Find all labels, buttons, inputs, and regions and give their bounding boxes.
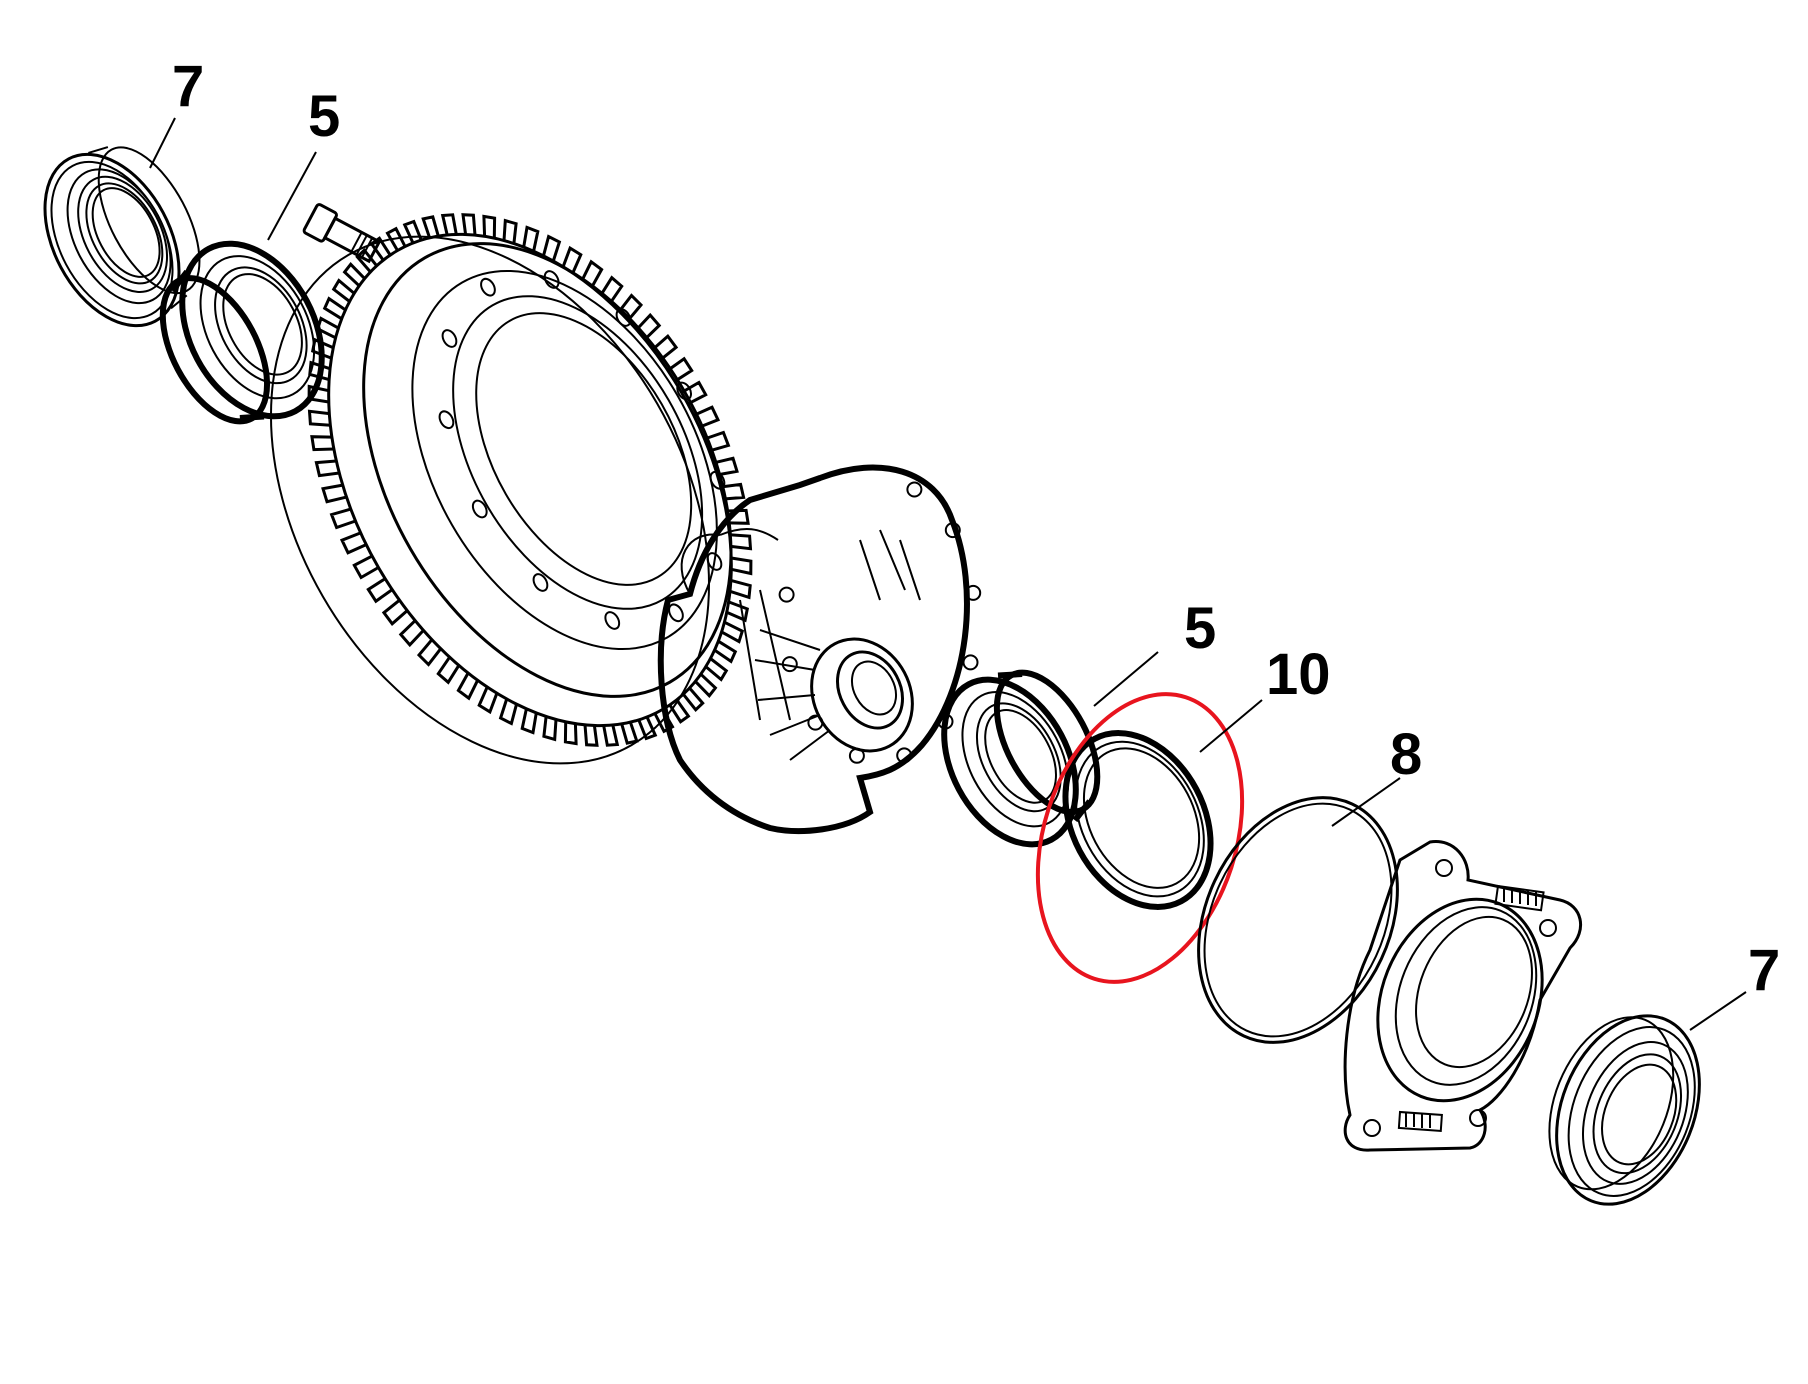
housing-bolt-holes <box>778 481 982 764</box>
gear-bolt-hole <box>471 499 488 519</box>
gear-bolt-hole <box>615 308 632 327</box>
gear-back-rim <box>270 235 710 765</box>
highlight-circle <box>1035 692 1245 984</box>
gear-bolt-hole <box>668 603 684 623</box>
gear-teeth <box>270 213 753 765</box>
leader-7-right <box>1689 991 1747 1031</box>
housing-bolt-hole <box>807 714 824 731</box>
gear-bolt-hole <box>532 573 549 592</box>
bearing-left <box>159 240 325 425</box>
gear-bolt-hole <box>604 611 621 630</box>
gear-tooth-outline <box>307 213 753 747</box>
gear-bolt-hole <box>480 277 496 297</box>
bolt <box>302 203 382 264</box>
callout-10: 10 <box>1266 642 1331 707</box>
housing-bolt-hole <box>906 481 923 498</box>
gear-bolt-hole <box>706 552 723 571</box>
housing-bolt-hole <box>965 584 982 601</box>
leader-7-left <box>149 117 176 169</box>
callout-5-left: 5 <box>308 84 340 149</box>
callout-8: 8 <box>1390 722 1422 787</box>
gear-bolt-hole <box>438 410 455 430</box>
gear-bolt-holes <box>438 270 726 630</box>
housing-bolt-hole <box>848 747 865 764</box>
callout-5-right: 5 <box>1184 596 1216 661</box>
seal-ring <box>1062 730 1214 910</box>
housing-bolt-hole <box>896 747 913 764</box>
gear-bolt-hole <box>709 470 726 490</box>
housing-bolt-hole <box>962 654 979 671</box>
differential-housing <box>657 464 982 835</box>
leader-8 <box>1331 777 1401 827</box>
housing-bolt-hole <box>781 656 798 673</box>
callout-7-right: 7 <box>1748 938 1780 1003</box>
callout-7-left: 7 <box>172 54 204 119</box>
o-ring <box>1197 796 1399 1044</box>
bearing-right <box>941 669 1101 848</box>
oil-seal-right <box>1548 1014 1701 1206</box>
gear-bolt-hole <box>441 329 458 348</box>
leader-5-right <box>1093 651 1159 707</box>
oil-seal-left <box>43 146 201 328</box>
bearing-flange <box>1343 840 1582 1152</box>
housing-bolt-hole <box>944 522 961 539</box>
housing-bolt-hole <box>778 586 795 603</box>
leader-5-left <box>267 151 317 241</box>
gear-bolt-hole <box>543 270 560 289</box>
leader-10 <box>1199 699 1263 753</box>
gear-bolt-hole <box>676 381 693 401</box>
